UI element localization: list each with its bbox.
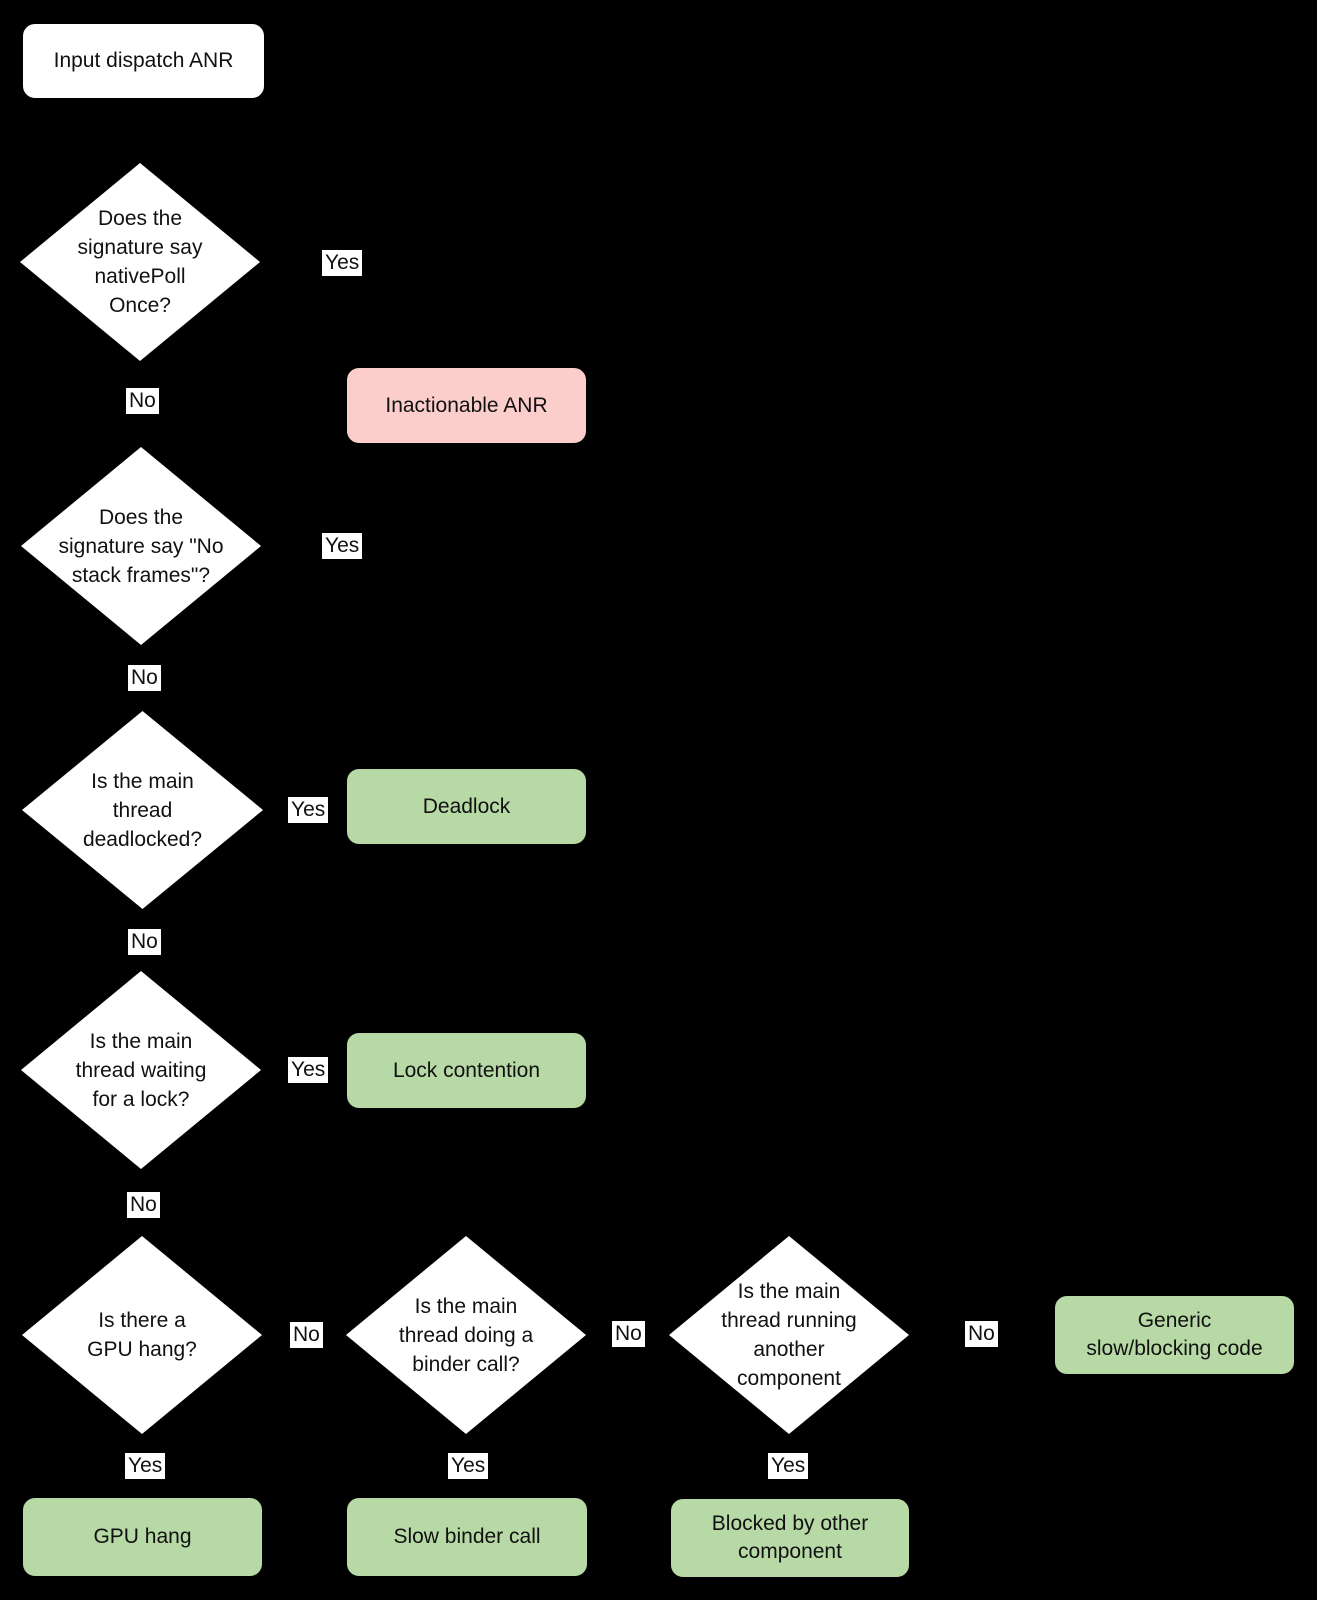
edge-label-d1-no: No (126, 388, 159, 414)
edge-d1-yes-line (260, 261, 467, 367)
start-node-input-dispatch-anr: Input dispatch ANR (22, 23, 265, 99)
edge-label-d3-yes: Yes (288, 797, 329, 823)
outcome-lock-contention: Lock contention (346, 1032, 587, 1109)
edge-label-d2-yes: Yes (322, 533, 363, 559)
edge-label-d4-yes: Yes (288, 1057, 329, 1083)
decision-signature-nativepollonce: Does the signature say nativePoll Once? (20, 163, 260, 361)
outcome-inactionable-anr: Inactionable ANR (346, 367, 587, 444)
edge-label-d2-no: No (128, 665, 161, 691)
edge-label-d5-yes: Yes (125, 1453, 166, 1479)
edge-label-d3-no: No (128, 929, 161, 955)
edge-label-d6-no: No (612, 1321, 645, 1347)
edge-label-d1-yes: Yes (322, 250, 363, 276)
outcome-deadlock: Deadlock (346, 768, 587, 845)
edge-label-d7-no: No (965, 1321, 998, 1347)
outcome-generic-slow-blocking-code: Generic slow/blocking code (1054, 1295, 1295, 1375)
outcome-gpu-hang: GPU hang (22, 1497, 263, 1577)
edge-label-d7-yes: Yes (768, 1453, 809, 1479)
outcome-blocked-by-other-component: Blocked by other component (670, 1498, 910, 1578)
edge-label-d4-no: No (127, 1192, 160, 1218)
outcome-slow-binder-call: Slow binder call (346, 1497, 588, 1577)
edge-label-d5-no: No (290, 1322, 323, 1348)
edge-label-d6-yes: Yes (448, 1453, 489, 1479)
edge-d2-yes-line (261, 444, 467, 547)
